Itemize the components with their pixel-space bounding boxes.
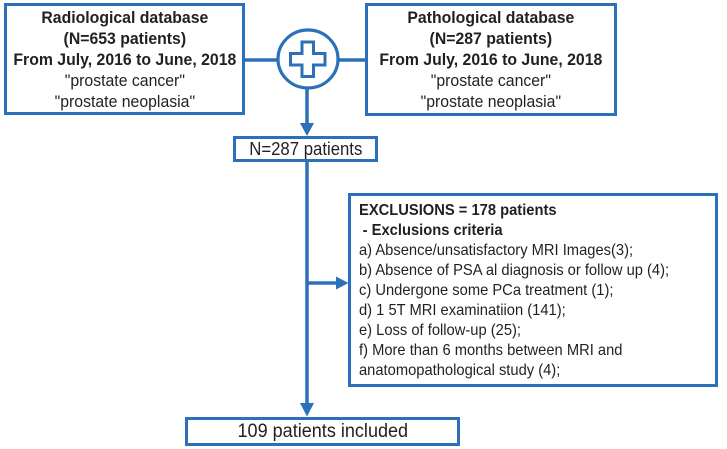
exclusions-box: EXCLUSIONS = 178 patients - Exclusions c… [348,193,718,387]
pathological-search-term-2: "prostate neoplasia" [420,92,562,111]
radiological-search-term-2: "prostate neoplasia" [54,91,195,111]
merged-total-box: N=287 patients [233,136,378,162]
exclusion-item-f: f) More than 6 months between MRI and an… [359,342,623,379]
pathological-search-term-1: "prostate cancer" [430,71,552,90]
plus-icon [289,40,327,78]
exclusions-header: EXCLUSIONS = 178 patients [359,202,557,219]
included-box: 109 patients included [185,417,460,446]
exclusion-item-b: b) Absence of PSA al diagnosis or follow… [359,262,670,279]
pathological-period: From July, 2016 to June, 2018 [379,50,603,69]
radiological-database-box: Radiological database (N=653 patients) F… [4,3,245,115]
pathological-database-box: Pathological database (N=287 patients) F… [365,3,617,116]
arrowhead-down-to-included [300,403,314,417]
pathological-title: Pathological database [407,8,575,27]
included-label: 109 patients included [237,420,408,442]
exclusion-item-e: e) Loss of follow-up (25); [359,322,521,339]
exclusion-item-a: a) Absence/unsatisfactory MRI Images(3); [359,242,634,259]
arrowhead-right-to-exclusions [336,276,349,290]
radiological-search-term-1: "prostate cancer" [64,70,185,90]
merged-total-label: N=287 patients [248,138,363,159]
pathological-count: (N=287 patients) [429,29,553,48]
exclusion-item-d: d) 1 5T MRI examinatiion (141); [359,302,566,319]
exclusion-item-c: c) Undergone some PCa treatment (1); [359,282,614,299]
arrowhead-down-to-total [300,123,314,136]
radiological-count: (N=653 patients) [63,28,186,48]
radiological-period: From July, 2016 to June, 2018 [13,49,236,69]
exclusions-subheader: - Exclusions criteria [362,222,503,239]
radiological-title: Radiological database [41,7,208,27]
